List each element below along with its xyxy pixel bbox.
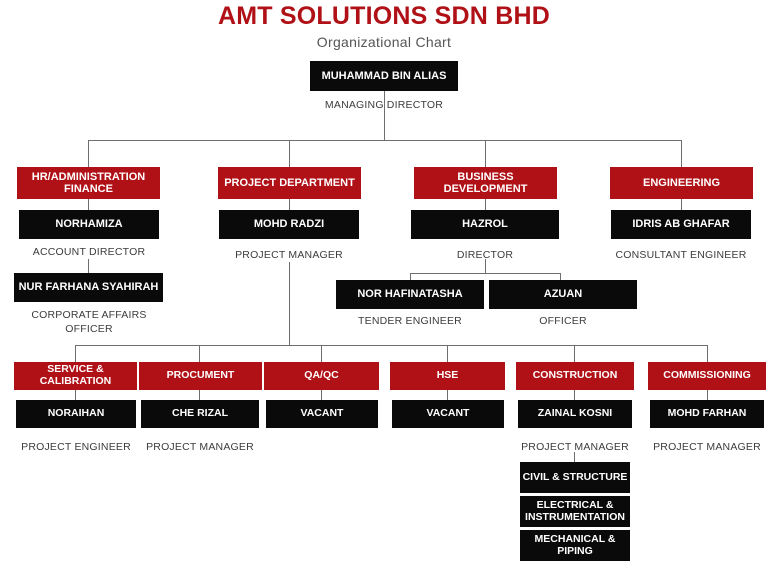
node-engineering-department[interactable]: ENGINEERING — [610, 167, 753, 199]
caption-unit5-person: PROJECT MANAGER — [521, 441, 629, 453]
node-unit-procument[interactable]: PROCUMENT — [139, 362, 262, 390]
caption-bizdev-child2: OFFICER — [539, 315, 587, 327]
connector-bizdev-dept-to-person — [485, 199, 486, 210]
caption-bizdev-child1: TENDER ENGINEER — [358, 315, 462, 327]
connector-bus-to-unit3 — [321, 345, 322, 362]
node-bizdev-person[interactable]: HAZROL — [411, 210, 559, 239]
connector-level1-bus — [88, 140, 682, 141]
connector-bus-to-unit5 — [574, 345, 575, 362]
node-bizdev-child1[interactable]: NOR HAFINATASHA — [336, 280, 484, 309]
connector-bus-to-hr — [88, 140, 89, 168]
node-unit5-person[interactable]: ZAINAL KOSNI — [518, 400, 632, 428]
connector-project-to-units-bus — [289, 262, 290, 345]
connector-eng-dept-to-person — [681, 199, 682, 210]
connector-units-bus — [75, 345, 707, 346]
node-hr-department[interactable]: HR/ADMINISTRATION FINANCE — [17, 167, 160, 199]
node-unit-commissioning[interactable]: COMMISSIONING — [648, 362, 766, 390]
node-unit-qa-qc[interactable]: QA/QC — [264, 362, 379, 390]
connector-bizdev-to-child1 — [410, 273, 411, 280]
connector-bizdev-to-child2 — [560, 273, 561, 280]
connector-bus-to-unit2 — [199, 345, 200, 362]
node-unit-hse[interactable]: HSE — [390, 362, 505, 390]
connector-hr-dept-to-person — [88, 199, 89, 210]
connector-construction-to-sub1 — [574, 452, 575, 462]
connector-unit5-dept-to-person — [574, 388, 575, 400]
node-construction-sub-electrical-instrumentation[interactable]: ELECTRICAL & INSTRUMENTATION — [520, 496, 630, 527]
connector-bus-to-bizdev — [485, 140, 486, 168]
caption-project-person: PROJECT MANAGER — [235, 249, 343, 261]
connector-bus-to-project — [289, 140, 290, 168]
connector-unit6-dept-to-person — [707, 388, 708, 400]
caption-bizdev-person: DIRECTOR — [456, 249, 514, 261]
node-construction-sub-civil-structure[interactable]: CIVIL & STRUCTURE — [520, 462, 630, 493]
connector-bus-to-engineering — [681, 140, 682, 168]
node-unit6-person[interactable]: MOHD FARHAN — [650, 400, 764, 428]
node-unit3-person[interactable]: VACANT — [266, 400, 378, 428]
node-hr-person2[interactable]: NUR FARHANA SYAHIRAH — [14, 273, 163, 302]
node-managing-director[interactable]: MUHAMMAD BIN ALIAS — [310, 61, 458, 91]
connector-hr-person-to-person2 — [88, 259, 89, 273]
node-unit4-person[interactable]: VACANT — [392, 400, 504, 428]
node-project-department[interactable]: PROJECT DEPARTMENT — [218, 167, 361, 199]
caption-unit1-person: PROJECT ENGINEER — [21, 441, 131, 453]
page-subtitle: Organizational Chart — [316, 34, 452, 50]
caption-managing-director: MANAGING DIRECTOR — [324, 99, 444, 111]
node-unit1-person[interactable]: NORAIHAN — [16, 400, 136, 428]
caption-unit2-person: PROJECT MANAGER — [146, 441, 254, 453]
connector-bizdev-person-down — [485, 259, 486, 273]
node-engineering-person[interactable]: IDRIS AB GHAFAR — [611, 210, 751, 239]
node-unit-construction[interactable]: CONSTRUCTION — [516, 362, 634, 390]
caption-hr-person2: CORPORATE AFFAIRS OFFICER — [31, 309, 147, 336]
connector-unit4-dept-to-person — [447, 388, 448, 400]
connector-unit2-dept-to-person — [199, 388, 200, 400]
node-project-person[interactable]: MOHD RADZI — [219, 210, 359, 239]
node-unit-service-calibration[interactable]: SERVICE & CALIBRATION — [14, 362, 137, 390]
connector-unit3-dept-to-person — [321, 388, 322, 400]
caption-unit6-person: PROJECT MANAGER — [653, 441, 761, 453]
caption-hr-person: ACCOUNT DIRECTOR — [32, 246, 146, 258]
node-bizdev-child2[interactable]: AZUAN — [489, 280, 637, 309]
connector-bus-to-unit4 — [447, 345, 448, 362]
node-unit2-person[interactable]: CHE RIZAL — [141, 400, 259, 428]
caption-engineering-person: CONSULTANT ENGINEER — [615, 249, 747, 261]
connector-top-to-bus — [384, 91, 385, 140]
node-hr-person[interactable]: NORHAMIZA — [19, 210, 159, 239]
connector-bus-to-unit1 — [75, 345, 76, 362]
connector-bus-to-unit6 — [707, 345, 708, 362]
connector-unit1-dept-to-person — [75, 390, 76, 400]
connector-project-dept-to-person — [289, 199, 290, 210]
connector-bizdev-bus — [410, 273, 560, 274]
page-title: AMT SOLUTIONS SDN BHD — [218, 2, 550, 30]
node-construction-sub-mechanical-piping[interactable]: MECHANICAL & PIPING — [520, 530, 630, 561]
node-bizdev-department[interactable]: BUSINESS DEVELOPMENT — [414, 167, 557, 199]
